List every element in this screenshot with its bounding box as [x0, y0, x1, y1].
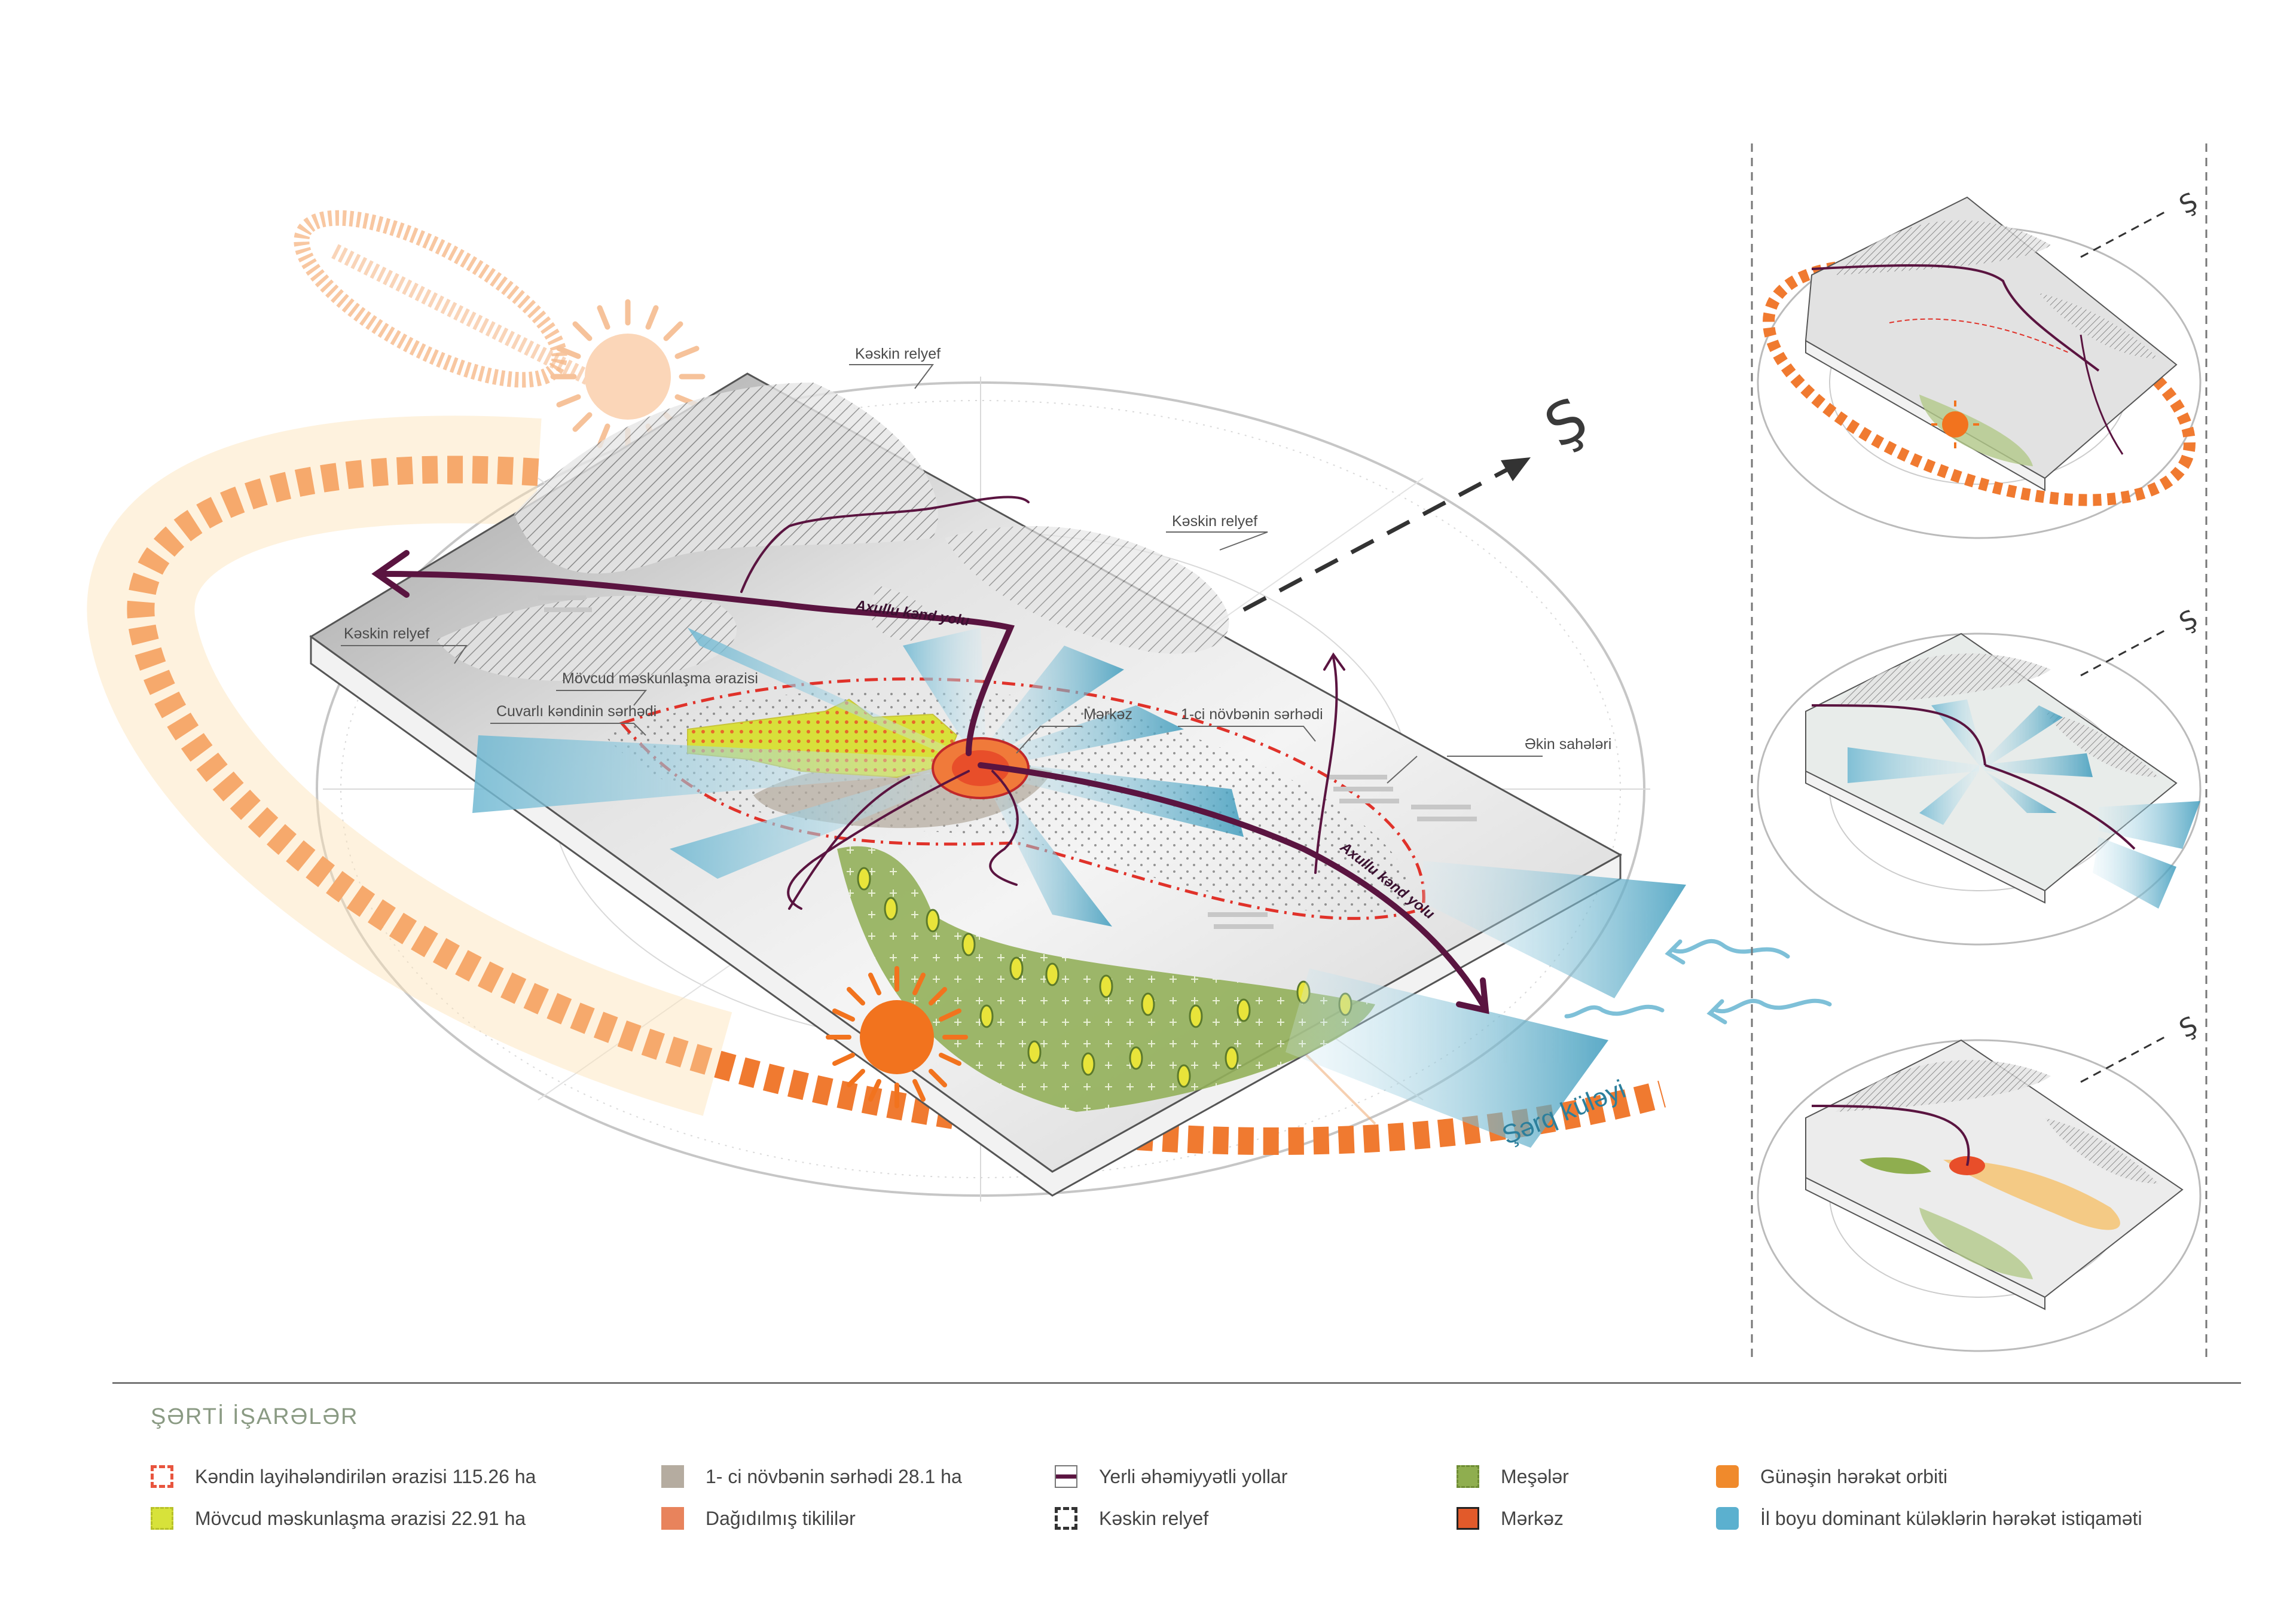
wind-swatch-icon — [1716, 1507, 1739, 1530]
yellow-swatch-icon — [151, 1507, 173, 1530]
label-keskin-relyef-right: Kəskin relyef — [1172, 513, 1257, 530]
label-merkez: Mərkəz — [1083, 706, 1132, 723]
label-novbe: 1-ci növbənin sərhədi — [1181, 706, 1323, 723]
north-label: Ş — [1534, 384, 1597, 460]
orange-swatch-icon — [661, 1507, 684, 1530]
road-line-icon — [1055, 1465, 1077, 1488]
side-diagram-zones: Ş — [1757, 1010, 2202, 1352]
legend-item-project-area: Kəndin layihələndirilən ərazisi 115.26 h… — [151, 1465, 536, 1488]
gray-swatch-icon — [661, 1465, 684, 1488]
legend-item-existing-settlement: Mövcud məskunlaşma ərazisi 22.91 ha — [151, 1507, 526, 1530]
sun-orbit-swatch-icon — [1716, 1465, 1739, 1488]
forest-swatch-icon — [1457, 1465, 1479, 1488]
legend-item-first-phase: 1- ci növbənin sərhədi 28.1 ha — [661, 1465, 962, 1488]
legend-item-roads: Yerli əhəmiyyətli yollar — [1055, 1465, 1287, 1488]
leader-lines — [341, 364, 1543, 784]
legend: ŞƏRTİ İŞARƏLƏR Kəndin layihələndirilən ə… — [112, 1382, 2241, 1530]
legend-title: ŞƏRTİ İŞARƏLƏR — [151, 1404, 359, 1429]
side-diagram-sun: Ş — [1757, 187, 2202, 539]
field-stripes — [538, 595, 1477, 929]
main-diagram: Ş — [87, 210, 1832, 1202]
legend-item-center: Mərkəz — [1457, 1507, 1564, 1530]
label-ekin: Əkin sahələri — [1525, 736, 1611, 753]
north-arrow — [1242, 457, 1531, 612]
legend-item-destroyed: Dağıdılmış tikililər — [661, 1507, 856, 1530]
legend-item-wind: İl boyu dominant küləklərin hərəkət isti… — [1716, 1507, 2142, 1530]
dashed-square-icon — [151, 1465, 173, 1488]
legend-item-sun-orbit: Günəşin hərəkət orbiti — [1716, 1465, 1947, 1488]
side-panel-frame — [1751, 143, 2208, 1363]
sun-icon — [826, 966, 968, 1108]
label-cuvarli: Cuvarlı kəndinin sərhədi — [496, 703, 657, 720]
side2-north-label: Ş — [2175, 604, 2202, 637]
legend-item-forest: Meşələr — [1457, 1465, 1569, 1488]
label-keskin-relyef-left: Kəskin relyef — [344, 625, 429, 642]
wind-fans — [472, 628, 1686, 1148]
label-keskin-relyef-top: Kəskin relyef — [855, 346, 941, 362]
center-swatch-icon — [1457, 1507, 1479, 1530]
side-diagram-wind: Ş — [1757, 604, 2202, 946]
label-movcud: Mövcud məskunlaşma ərazisi — [562, 670, 758, 687]
legend-item-relief: Kəskin relyef — [1055, 1507, 1208, 1530]
local-roads — [380, 496, 1486, 1007]
side1-north-label: Ş — [2175, 187, 2202, 220]
wind-squiggle-arrows — [1564, 939, 1832, 1025]
forest-trees — [857, 867, 1352, 1088]
side3-north-label: Ş — [2175, 1010, 2202, 1044]
relief-hatch-icon — [1055, 1507, 1077, 1530]
sun-orbit — [87, 415, 1666, 1156]
road-arrowheads — [371, 550, 1489, 1014]
